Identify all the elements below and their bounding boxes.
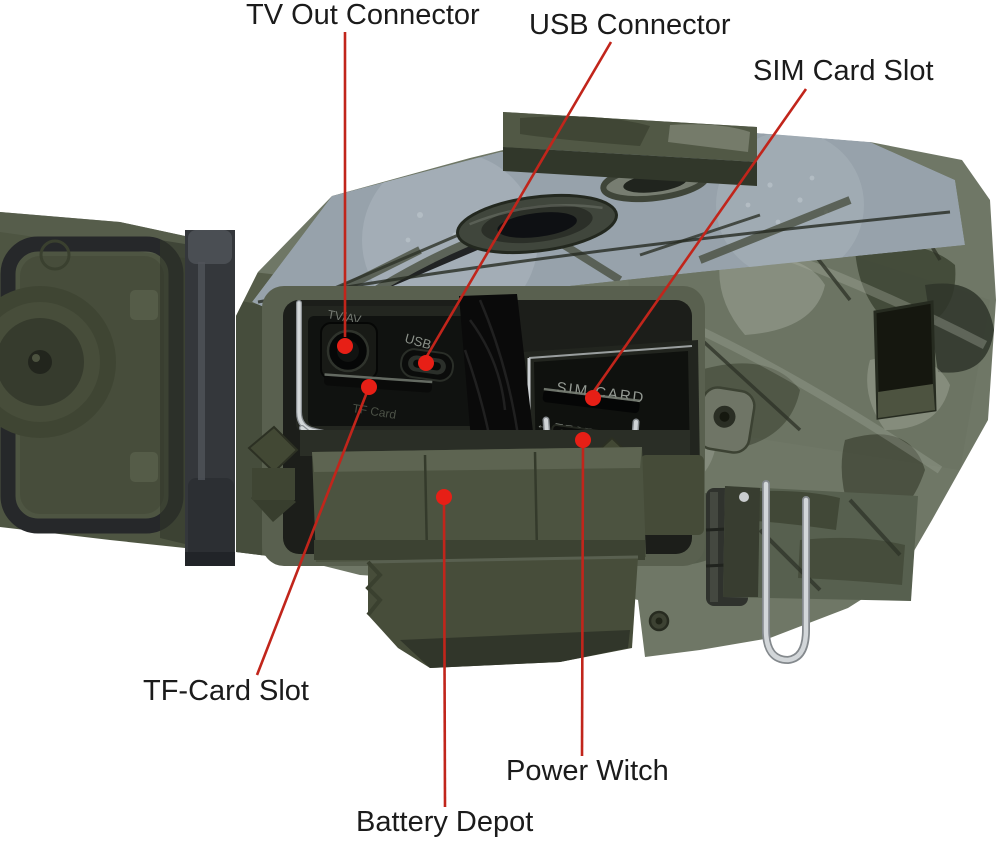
- label-battery-depot: Battery Depot: [356, 806, 534, 838]
- dot-usb: [418, 355, 434, 371]
- dot-power: [575, 432, 591, 448]
- dot-sim: [585, 390, 601, 406]
- hinge: [185, 230, 235, 566]
- door-clip-top: [130, 290, 158, 320]
- label-usb-connector: USB Connector: [529, 9, 731, 41]
- leader-sim: [592, 88, 808, 392]
- dot-tf: [361, 379, 377, 395]
- leader-lines: [255, 32, 808, 808]
- usb-marking: USB: [403, 330, 433, 352]
- label-tf-card-slot: TF-Card Slot: [143, 675, 309, 707]
- battery-depot: [247, 425, 704, 668]
- battery-depot-lower-block: [365, 555, 639, 668]
- latch-screw: [739, 492, 749, 502]
- label-power-witch: Power Witch: [506, 755, 669, 787]
- strap-slot: [873, 300, 937, 420]
- side-latch: [705, 480, 918, 665]
- leader-battery: [442, 502, 447, 808]
- door-clip-bottom: [130, 452, 158, 482]
- dot-tv-out: [337, 338, 353, 354]
- leader-tf: [255, 391, 369, 676]
- leader-usb: [425, 41, 613, 357]
- leader-dots: [337, 338, 601, 505]
- door-speaker: [0, 286, 116, 438]
- label-tv-out-connector: TV Out Connector: [246, 0, 480, 31]
- label-sim-card-slot: SIM Card Slot: [753, 55, 934, 87]
- battery-tray: [312, 447, 646, 562]
- dot-battery: [436, 489, 452, 505]
- door-open-cover: [0, 212, 185, 548]
- mounting-bracket-tab: [503, 112, 757, 186]
- tf-card-slot: [324, 373, 433, 393]
- tf-card-marking: TF Card: [352, 401, 398, 422]
- latch-wire-loop: [762, 480, 810, 665]
- leader-power: [580, 445, 585, 757]
